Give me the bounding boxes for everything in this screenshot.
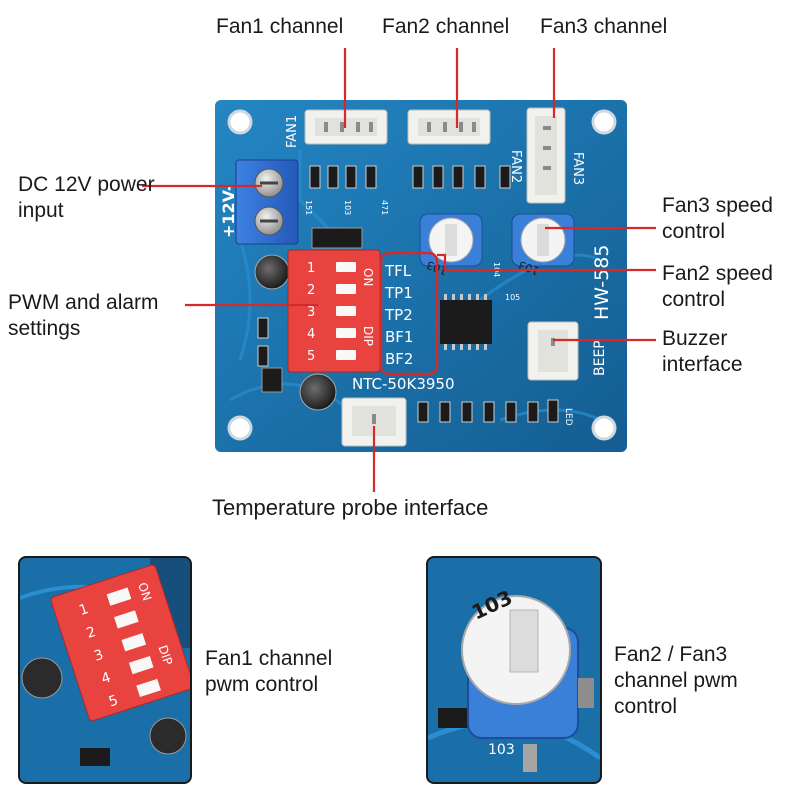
fan2-speed-label: Fan2 speed control (662, 262, 773, 311)
power-silk: +12V- (219, 184, 238, 238)
pwm-alarm-label: PWM and alarm settings (8, 291, 159, 340)
pcb-board-illustration: FAN1 FAN2 FAN3 (142, 48, 656, 492)
fan3-silk: FAN3 (570, 152, 585, 185)
transistor (261, 367, 283, 393)
dip-text-label: DIP (361, 326, 375, 346)
dip-number-1: 1 (307, 261, 315, 276)
smd-resistors-bottom (257, 317, 559, 423)
dc-power-label: DC 12V power input (18, 173, 155, 222)
controller-ic (440, 294, 492, 350)
fan2-header (407, 109, 491, 145)
beep-silk: BEEP (592, 340, 608, 376)
inset-board-code: 103 (488, 742, 515, 758)
dip-number-3: 3 (307, 305, 315, 320)
left-inset-caption: Fan1 channel pwm control (205, 647, 333, 696)
resistor-code-5: 105 (505, 293, 520, 302)
regulator-chip (311, 227, 363, 249)
mounting-holes (227, 109, 617, 441)
fan3-header (526, 107, 566, 204)
resistor-code-2: 103 (343, 200, 352, 215)
right-inset-caption: Fan2 / Fan3 channel pwm control (614, 643, 738, 718)
dip-setting-tfl: TFL (384, 262, 412, 280)
dip-number-4: 4 (307, 327, 315, 342)
fan1-channel-label: Fan1 channel (216, 15, 344, 38)
fan2-potentiometer (419, 213, 483, 267)
dip-closeup-illustration: 1 2 3 4 5 ON DIP (20, 558, 190, 782)
dip-number-5: 5 (307, 349, 315, 364)
dip-settings-highlight (379, 251, 439, 376)
dip-switch-closeup: 1 2 3 4 5 ON DIP (18, 556, 192, 784)
smd-resistors-top (309, 165, 511, 189)
buzzer-header (527, 321, 579, 381)
inset-dip-text: DIP (156, 643, 175, 666)
pot-closeup-illustration: 103 103 (428, 558, 600, 782)
callout-lines (142, 48, 656, 492)
capacitor-2 (299, 373, 337, 411)
model-silk: HW-585 (591, 245, 613, 320)
fan2-channel-label: Fan2 channel (382, 15, 510, 38)
dip-number-2: 2 (307, 283, 315, 298)
dip-switch (287, 249, 381, 373)
dip-setting-bf2: BF2 (385, 350, 413, 368)
fan2-silk: FAN2 (508, 150, 523, 183)
power-terminal (235, 159, 299, 245)
dip-setting-tp2: TP2 (384, 306, 413, 324)
buzzer-label: Buzzer interface (662, 327, 743, 376)
fan3-channel-label: Fan3 channel (540, 15, 668, 38)
probe-header (341, 397, 407, 447)
inset-dip-on: ON (135, 581, 154, 603)
resistor-code-1: 151 (304, 200, 313, 215)
capacitor-1 (254, 254, 290, 290)
fan3-speed-label: Fan3 speed control (662, 194, 773, 243)
led-silk: LED (563, 408, 573, 426)
dip-setting-tp1: TP1 (384, 284, 413, 302)
ntc-silk: NTC-50K3950 (352, 375, 455, 393)
resistor-code-3: 471 (380, 200, 389, 215)
dip-setting-bf1: BF1 (385, 328, 413, 346)
potentiometer-closeup: 103 103 (426, 556, 602, 784)
temperature-probe-label: Temperature probe interface (212, 495, 489, 520)
dip-on-label: ON (361, 268, 375, 286)
fan1-silk: FAN1 (285, 115, 300, 148)
